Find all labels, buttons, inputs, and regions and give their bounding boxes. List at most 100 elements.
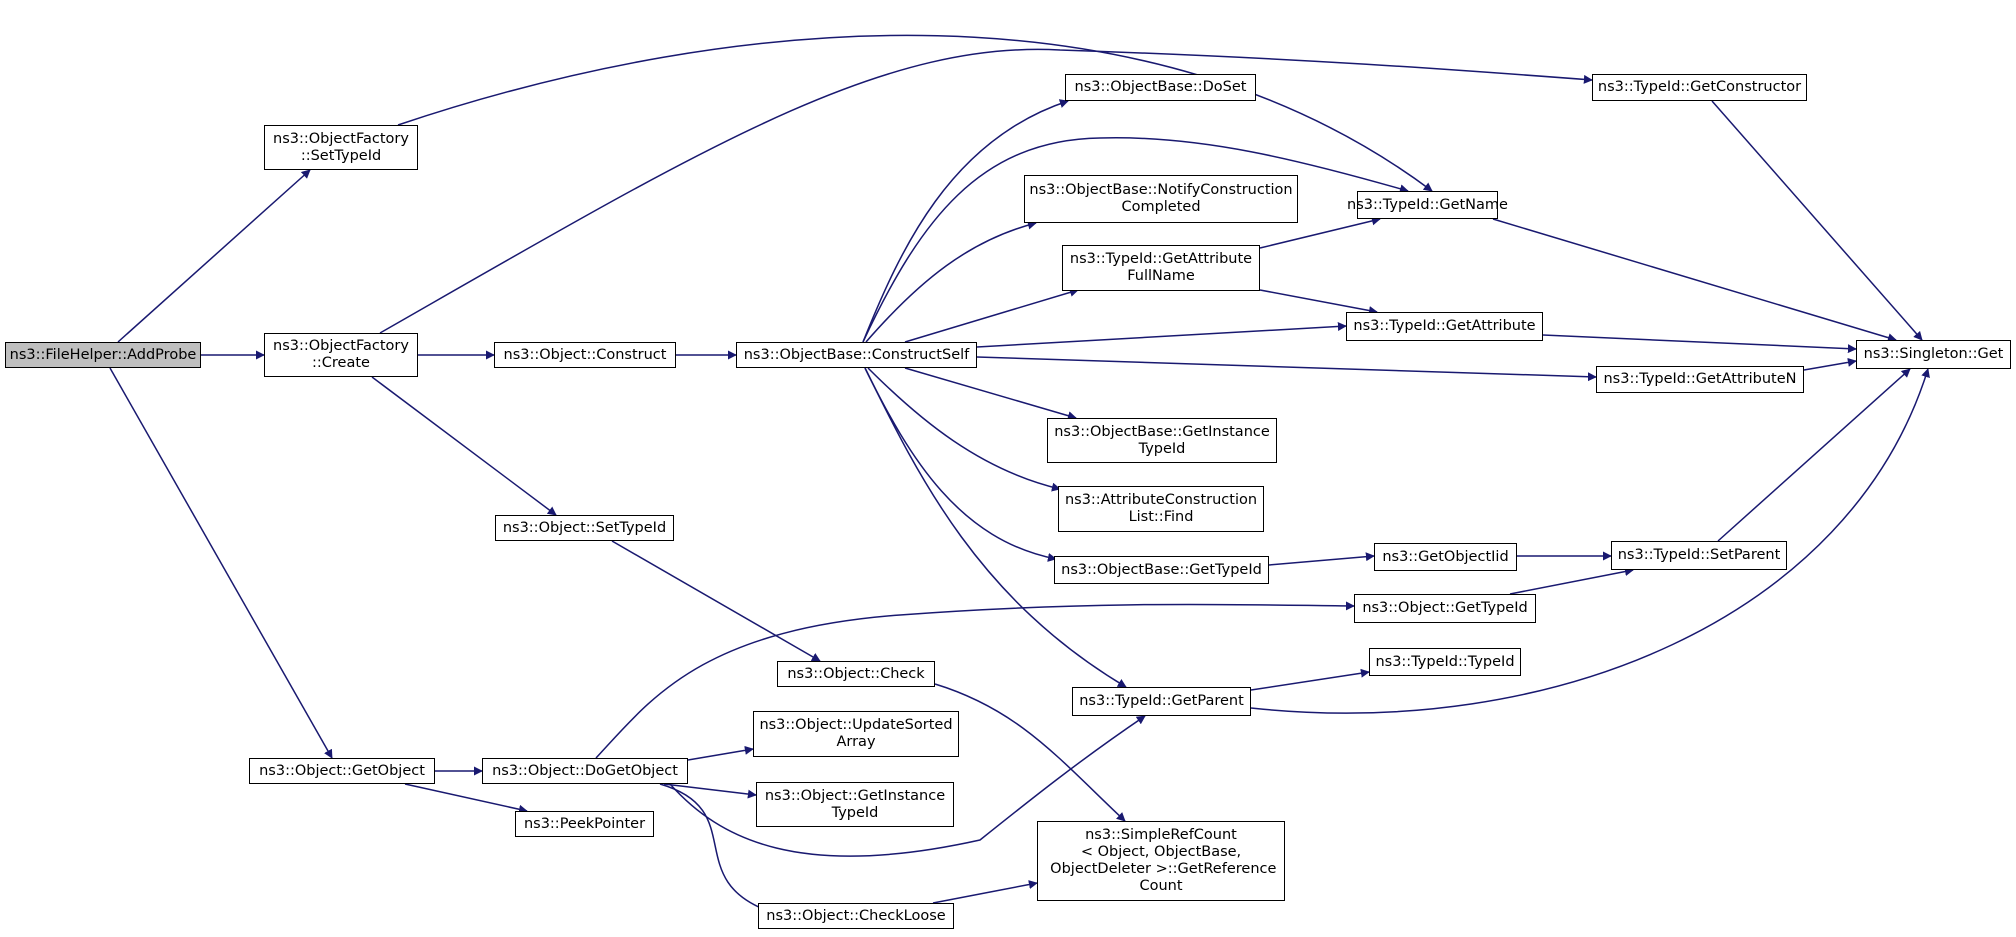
node-label-line: Completed [1121,199,1201,215]
edge-getobject-to-peekpointer [404,783,528,814]
node-label-line: Array [836,734,876,750]
node-label-line: ns3::Object::CheckLoose [766,907,946,924]
node-label-line: ns3::ObjectBase::GetInstance [1054,423,1270,440]
edge-constructself-to-notify [865,220,1037,343]
edge-setparent-to-singleton [1717,368,1911,542]
edge-obj_gettypeid-to-setparent [1509,567,1634,595]
node-label-line: ns3::Object::Check [787,665,925,682]
edge-dogetobject-to-obj_gettypeid [595,601,1355,759]
edge-constructself-to-ob_gettypeid [864,367,1057,562]
node-label-line: ns3::ObjectBase::ConstructSelf [743,346,970,363]
node-label-line: ns3::Object::GetObject [259,762,425,779]
node-objectbase-gettypeid[interactable]: ns3::ObjectBase::GetTypeId [1054,556,1269,584]
node-filehelper-addprobe: ns3::FileHelper::AddProbe [5,342,201,368]
edge-constructself-to-getparent [864,367,1127,688]
node-typeid-typeid[interactable]: ns3::TypeId::TypeId [1369,648,1521,676]
node-label-line: ns3::ObjectFactory [273,130,409,147]
node-label-line: ns3::Object::GetTypeId [1362,600,1528,616]
edge-constructself-to-acl_find [867,367,1061,492]
node-label-line: ns3::ObjectBase::NotifyConstruction [1029,182,1293,198]
node-label-line: ns3::AttributeConstruction [1064,492,1258,508]
edge-settypeid-to-check [611,540,821,662]
node-label-line: ::Create [312,355,370,371]
edge-of_settypeid-to-getname [397,34,1433,192]
node-label-line: List::Find [1128,509,1194,525]
node-typeid-getattribute[interactable]: ns3::TypeId::GetAttribute [1346,312,1543,341]
edge-getparent-to-tid_typeid [1250,668,1370,691]
node-label-line: ns3::Object::DoGetObject [492,762,678,779]
node-getobjectiid[interactable]: ns3::GetObjectIid [1374,543,1517,571]
node-label-line: ns3::TypeId::GetAttributeN [1603,371,1797,387]
edge-ob_gettypeid-to-getobjectiid [1268,552,1375,566]
node-label-line: ns3::ObjectFactory [273,338,409,354]
node-label-line: ns3::Singleton::Get [1863,346,2004,362]
node-singleton-get[interactable]: ns3::Singleton::Get [1856,340,2011,369]
node-typeid-getparent[interactable]: ns3::TypeId::GetParent [1072,687,1251,716]
node-object-checkloose[interactable]: ns3::Object::CheckLoose [758,903,954,929]
edge-dogetobject-to-updatesorted [687,745,754,761]
node-simplerefcount-getreferencecount[interactable]: ns3::SimpleRefCount< Object, ObjectBase,… [1037,821,1285,901]
node-label-line: ns3::FileHelper::AddProbe [9,346,197,363]
node-label-line: Count [1139,878,1183,894]
node-object-getobject[interactable]: ns3::Object::GetObject [249,758,435,784]
node-object-gettypeid[interactable]: ns3::Object::GetTypeId [1354,594,1536,623]
node-label-line: ns3::ObjectBase::GetTypeId [1061,561,1262,578]
edge-constructself-to-getattributen [976,356,1597,382]
node-label-line: ObjectDeleter >::GetReference [1045,861,1277,877]
node-label-line: FullName [1127,268,1195,284]
edge-of_create-to-settypeid [371,376,557,516]
node-label-line: ns3::ObjectBase::DoSet [1074,79,1247,95]
edge-addprobe-to-getobject [109,367,333,759]
edge-dogetobject-to-checkloose [659,783,772,914]
edge-check-to-simplerefcount [934,683,1126,822]
node-label-line: ::SetTypeId [300,147,382,164]
edge-getparent-to-singleton [1250,368,1930,714]
node-typeid-setparent[interactable]: ns3::TypeId::SetParent [1611,541,1787,570]
edge-constructself-to-ob_getinstance [904,367,1077,421]
node-label-line: ns3::SimpleRefCount [1085,827,1237,843]
node-typeid-getconstructor[interactable]: ns3::TypeId::GetConstructor [1592,74,1807,101]
node-label-line: ns3::TypeId::GetName [1347,196,1508,213]
edge-dogetobject-to-getparent [669,715,1146,857]
node-label-line: TypeId [831,804,879,821]
edge-getattrfullname-to-getname [1259,216,1381,249]
node-object-settypeid[interactable]: ns3::Object::SetTypeId [495,515,674,541]
node-label-line: ns3::TypeId::GetAttribute [1069,251,1253,267]
node-label-line: ns3::Object::GetInstance [764,787,946,804]
node-object-check[interactable]: ns3::Object::Check [777,661,935,687]
edge-addprobe-to-of_settypeid [117,169,311,343]
edge-getattribute-to-singleton [1542,334,1857,354]
node-label-line: ns3::TypeId::GetParent [1079,693,1244,709]
node-label-line: ns3::Object::UpdateSorted [759,717,953,733]
edge-getconstructor-to-singleton [1711,100,1923,341]
edge-dogetobject-to-obj_getinstance [663,783,757,799]
node-objectfactory-create[interactable]: ns3::ObjectFactory::Create [264,333,418,377]
node-objectfactory-settypeid[interactable]: ns3::ObjectFactory::SetTypeId [264,125,418,170]
node-typeid-getattributen[interactable]: ns3::TypeId::GetAttributeN [1596,366,1804,393]
node-label-line: ns3::Object::Construct [503,346,667,363]
node-objectbase-constructself[interactable]: ns3::ObjectBase::ConstructSelf [736,342,977,368]
node-label-line: ns3::GetObjectIid [1382,548,1509,565]
node-label-line: ns3::TypeId::GetAttribute [1353,318,1536,334]
node-object-dogetobject[interactable]: ns3::Object::DoGetObject [482,758,688,784]
edge-getattributen-to-singleton [1803,357,1857,371]
node-label-line: ns3::TypeId::TypeId [1375,653,1515,670]
node-objectbase-doset[interactable]: ns3::ObjectBase::DoSet [1065,74,1256,101]
edge-constructself-to-getattrfullname [904,288,1079,343]
node-object-construct[interactable]: ns3::Object::Construct [494,342,676,368]
node-peekpointer[interactable]: ns3::PeekPointer [515,811,654,837]
node-label-line: ns3::PeekPointer [523,815,646,832]
node-label-line: TypeId [1138,440,1186,457]
edge-of_create-to-getconstructor [379,48,1593,334]
edge-constructself-to-doset [862,99,1069,343]
node-typeid-getname[interactable]: ns3::TypeId::GetName [1347,191,1508,219]
edge-constructself-to-getname [862,137,1409,343]
edge-checkloose-to-simplerefcount [932,880,1038,904]
